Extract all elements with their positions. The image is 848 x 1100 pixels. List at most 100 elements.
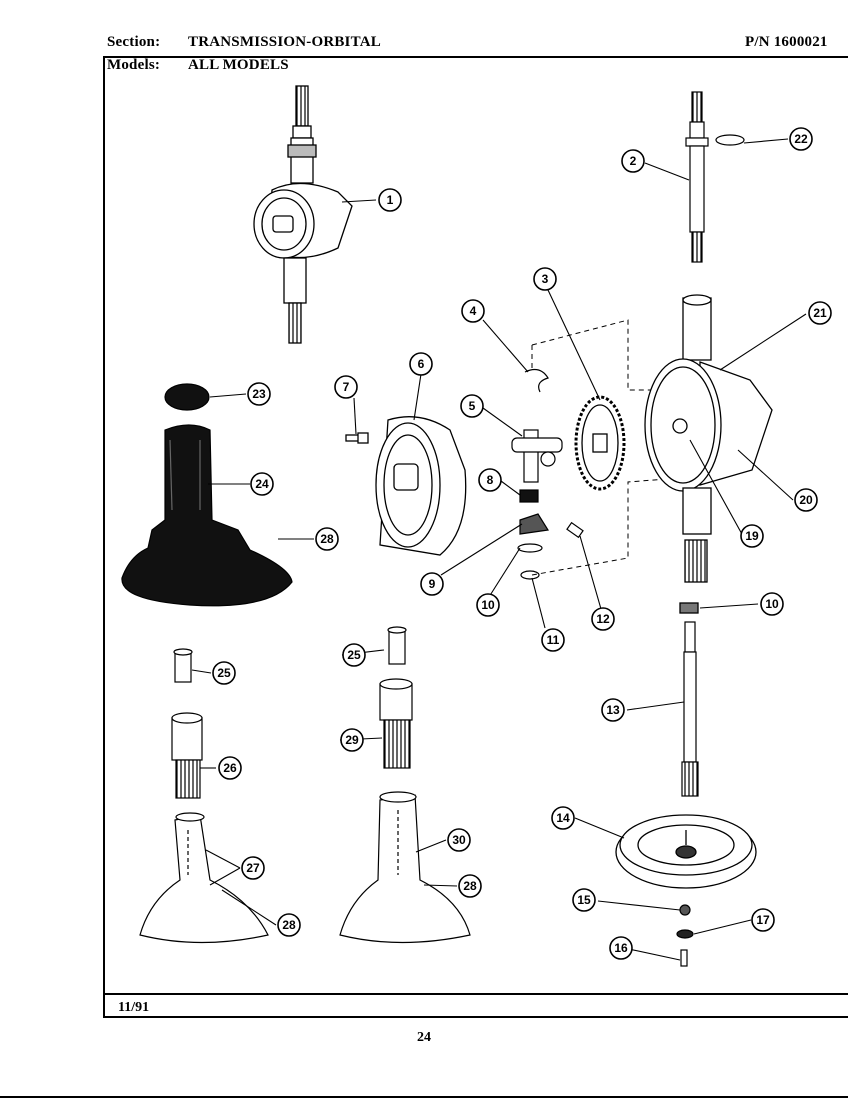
callout-27: 27 [241,856,265,880]
callout-28c-label: 28 [463,879,477,893]
leader-lines [191,138,807,961]
agitator-shaft-drawing [685,91,745,263]
callout-21-circle [808,301,832,325]
callout-27-label: 27 [246,861,260,875]
callout-12-circle [591,607,615,631]
callout-4-label: 4 [470,304,477,318]
callout-10a-circle [476,593,500,617]
page-bottom-rule [0,1096,848,1098]
callout-28b: 28 [277,913,301,937]
callout-12-label: 12 [596,612,610,626]
callout-20: 20 [794,488,818,512]
callout-19-circle [740,524,764,548]
callout-13: 13 [601,698,625,722]
callout-10a: 10 [476,593,500,617]
models-value: ALL MODELS [188,57,289,73]
callout-3: 3 [533,267,557,291]
callout-25b: 25 [342,643,366,667]
callout-28a-circle [315,527,339,551]
callout-29-circle [340,728,364,752]
callout-3-circle [533,267,557,291]
callout-2-circle [621,149,645,173]
callout-28b-label: 28 [282,918,296,932]
pulley-drawing [615,814,757,889]
callout-11: 11 [541,628,565,652]
transmission-cover-drawing [345,416,467,556]
callout-28c: 28 [458,874,482,898]
callout-23-label: 23 [252,387,266,401]
callout-28b-circle [277,913,301,937]
page-number: 24 [417,1030,431,1045]
callout-13-label: 13 [606,703,620,717]
callout-11-label: 11 [547,633,560,647]
callout-25a-label: 25 [217,666,231,680]
callout-22-circle [789,127,813,151]
callout-11-circle [541,628,565,652]
callout-26-circle [218,756,242,780]
callout-28c-circle [458,874,482,898]
callout-17: 17 [751,908,775,932]
callout-1-circle [378,188,402,212]
transmission-assembly-drawing [253,85,353,344]
pinion-shaft-drawing [681,621,699,797]
callout-25a: 25 [212,661,236,685]
callout-4: 4 [461,299,485,323]
callout-30-circle [447,828,471,852]
callout-10b: 10 [760,592,784,616]
callout-23: 23 [247,382,271,406]
callout-19-label: 19 [745,529,759,543]
callout-14: 14 [551,806,575,830]
callout-2: 2 [621,149,645,173]
callout-24: 24 [250,472,274,496]
callout-21-label: 21 [813,306,827,320]
callout-14-circle [551,806,575,830]
callout-25b-label: 25 [347,648,361,662]
drive-gear-drawing [574,395,626,491]
callout-24-circle [250,472,274,496]
callout-27-circle [241,856,265,880]
callout-28a-label: 28 [320,532,334,546]
callout-14-label: 14 [556,811,570,825]
callout-9-circle [420,572,444,596]
callout-20-label: 20 [799,493,813,507]
callout-9-label: 9 [429,577,436,591]
callout-7-label: 7 [343,380,350,394]
callout-10a-label: 10 [481,598,495,612]
callout-26-label: 26 [223,761,237,775]
callout-16-circle [609,936,633,960]
agitator-set-left-drawing [139,648,269,944]
callout-20-circle [794,488,818,512]
callout-10b-circle [760,592,784,616]
callout-10b-label: 10 [765,597,779,611]
callout-30-label: 30 [452,833,466,847]
callout-29-label: 29 [345,733,359,747]
callout-25a-circle [212,661,236,685]
callout-5: 5 [460,394,484,418]
callout-8: 8 [478,468,502,492]
callout-6: 6 [409,352,433,376]
section-title: TRANSMISSION-ORBITAL [188,34,381,50]
callout-22-label: 22 [794,132,808,146]
callout-3-label: 3 [542,272,549,286]
callout-22: 22 [789,127,813,151]
models-label: Models: [107,57,161,73]
callout-1: 1 [378,188,402,212]
callout-4-circle [461,299,485,323]
crank-and-pinion-drawing [511,368,584,580]
callout-7-circle [334,375,358,399]
callout-21: 21 [808,301,832,325]
callout-17-label: 17 [756,913,770,927]
callout-5-label: 5 [469,399,476,413]
callout-23-circle [247,382,271,406]
callout-13-circle [601,698,625,722]
callout-16-label: 16 [614,941,628,955]
callout-30: 30 [447,828,471,852]
section-label: Section: [107,34,161,50]
agitator-drawing [121,383,293,607]
callout-15: 15 [572,888,596,912]
diagram-frame [103,56,848,1018]
callout-16: 16 [609,936,633,960]
callout-7: 7 [334,375,358,399]
